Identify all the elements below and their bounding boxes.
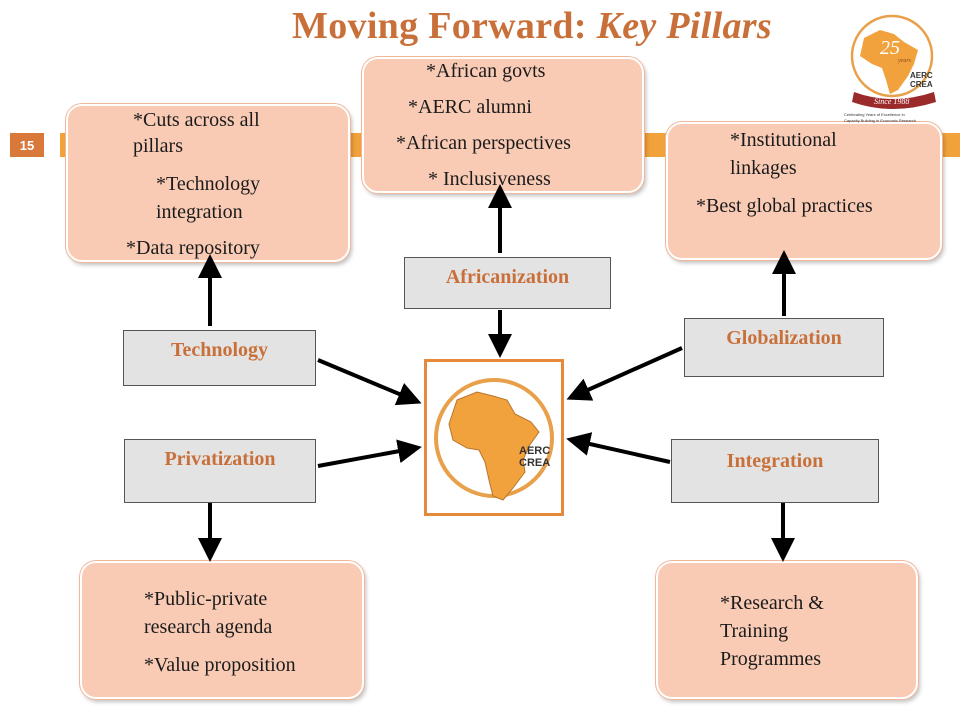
note-line: *Best global practices [696, 195, 873, 217]
arrow-privatization-center [317, 439, 422, 468]
note-line: *Cuts across all [133, 109, 260, 131]
note-line: linkages [730, 157, 797, 179]
logo-text-crea: CREA [519, 457, 550, 469]
note-privatization: *Public-private research agenda *Value p… [80, 561, 364, 699]
anniversary-number: 25 [880, 37, 900, 59]
note-line: integration [156, 201, 243, 223]
label-globalization: Globalization [684, 318, 884, 377]
anniversary-tagline-1: Celebrating Years of Excellence in [844, 112, 905, 117]
note-line: *Technology [156, 173, 261, 195]
arrow-technology-center [317, 358, 422, 406]
anniversary-tagline-2: Capacity Building in Economic Research [844, 118, 916, 123]
note-line: *African govts [426, 60, 546, 82]
label-technology: Technology [123, 330, 316, 386]
note-integration: *Research & Training Programmes [656, 561, 918, 699]
note-line: pillars [133, 135, 183, 157]
arrow-globalization-center [566, 346, 683, 401]
note-line: Programmes [720, 648, 822, 670]
anniversary-years: years [897, 58, 912, 64]
note-line: *Research & [720, 592, 824, 614]
logo-text-aerc: AERC [519, 445, 550, 457]
note-line: * Inclusiveness [428, 168, 551, 190]
slide-number: 15 [10, 133, 44, 157]
note-line: Training [720, 620, 789, 642]
note-line: *Value proposition [144, 654, 296, 676]
page-title: Moving Forward: Key Pillars [0, 4, 960, 48]
note-line: *AERC alumni [408, 96, 532, 118]
anniversary-ring [850, 14, 934, 98]
arrow-integration-center [566, 432, 671, 464]
anniversary-africa-icon [860, 30, 918, 94]
title-italic: Key Pillars [596, 5, 772, 47]
label-africanization: Africanization [404, 257, 611, 309]
note-globalization: *Institutional linkages *Best global pra… [666, 122, 942, 260]
note-line: *Data repository [126, 237, 260, 259]
aerc-crea-logo: AERC CREA [424, 359, 564, 516]
anniversary-crea: CREA [910, 80, 933, 89]
note-line: *African perspectives [396, 132, 571, 154]
label-integration: Integration [671, 439, 879, 503]
title-prefix: Moving Forward: [292, 5, 597, 47]
anniversary-ribbon-text: Since 1988 [874, 97, 909, 106]
anniversary-ribbon [852, 92, 936, 109]
note-line: *Public-private [144, 588, 268, 610]
anniversary-aerc: AERC [910, 71, 933, 80]
anniversary-logo: 25 years AERC CREA Since 1988 Celebratin… [840, 10, 952, 126]
note-line: *Institutional [730, 129, 837, 151]
africa-icon [448, 391, 540, 501]
note-line: research agenda [144, 616, 273, 638]
label-privatization: Privatization [124, 439, 316, 503]
